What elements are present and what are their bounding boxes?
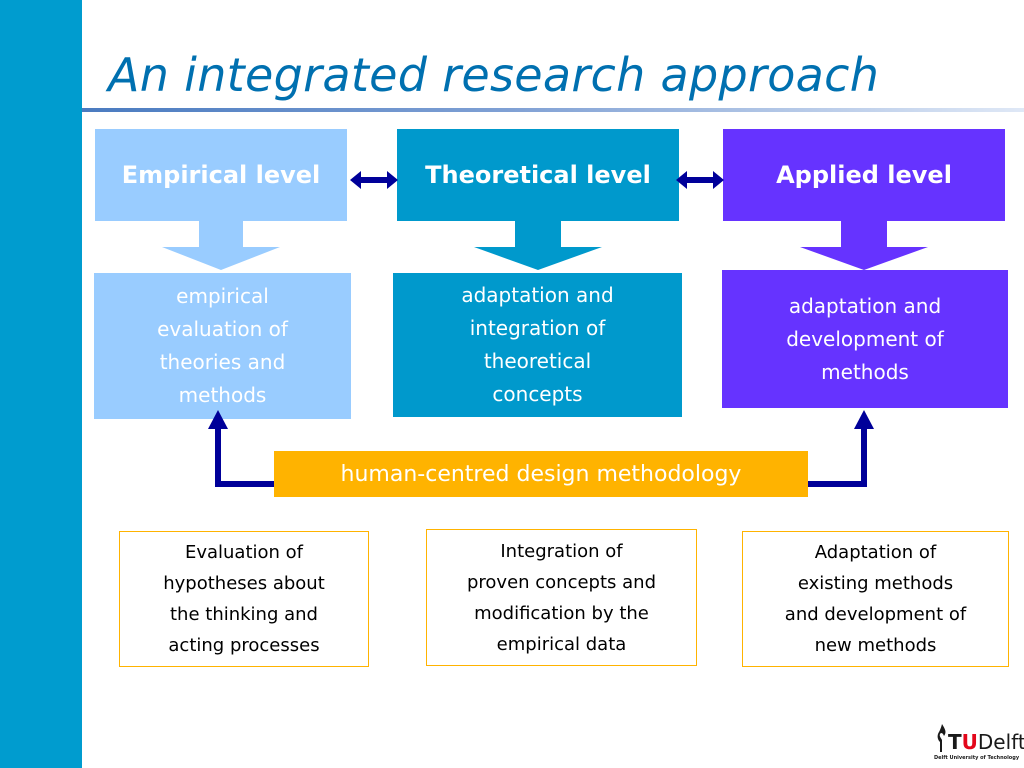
applied-level-label: Applied level <box>776 161 952 189</box>
theoretical-down-arrow-icon <box>474 221 602 270</box>
applied-down-arrow-icon <box>800 221 928 270</box>
theoretical-note-box: Integration of proven concepts and modif… <box>426 529 697 666</box>
applied-note-box: Adaptation of existing methods and devel… <box>742 531 1009 667</box>
empirical-note-text: Evaluation of hypotheses about the think… <box>163 542 325 656</box>
empirical-description-box: empirical evaluation of theories and met… <box>94 273 351 419</box>
tudelft-logo: TUDelft Delft University of Technology <box>934 722 1024 766</box>
empirical-note-box: Evaluation of hypotheses about the think… <box>119 531 369 667</box>
title-underline <box>82 108 1024 112</box>
applied-description-box: adaptation and development of methods <box>722 270 1008 408</box>
methodology-label: human-centred design methodology <box>340 461 742 487</box>
empirical-level-box: Empirical level <box>95 129 347 221</box>
empirical-theoretical-double-arrow-icon <box>350 171 398 189</box>
theoretical-description-text: adaptation and integration of theoretica… <box>461 283 614 406</box>
slide-title: An integrated research approach <box>108 48 880 102</box>
theoretical-level-box: Theoretical level <box>397 129 679 221</box>
theoretical-applied-double-arrow-icon <box>676 171 724 189</box>
theoretical-note-text: Integration of proven concepts and modif… <box>466 540 657 655</box>
left-sidebar-bar <box>0 0 82 768</box>
methodology-bar: human-centred design methodology <box>274 451 808 497</box>
methodology-connector-lines <box>208 410 874 487</box>
tudelft-tagline: Delft University of Technology <box>934 755 1020 761</box>
applied-level-box: Applied level <box>723 129 1005 221</box>
theoretical-level-label: Theoretical level <box>425 161 651 189</box>
theoretical-description-box: adaptation and integration of theoretica… <box>393 273 682 417</box>
applied-note-text: Adaptation of existing methods and devel… <box>784 542 967 656</box>
empirical-description-text: empirical evaluation of theories and met… <box>157 284 288 407</box>
flame-logo-icon <box>937 724 946 752</box>
empirical-level-label: Empirical level <box>121 161 321 189</box>
empirical-down-arrow-icon <box>162 221 280 270</box>
applied-description-text: adaptation and development of methods <box>786 293 944 384</box>
tudelft-wordmark: TUDelft <box>948 730 1024 754</box>
